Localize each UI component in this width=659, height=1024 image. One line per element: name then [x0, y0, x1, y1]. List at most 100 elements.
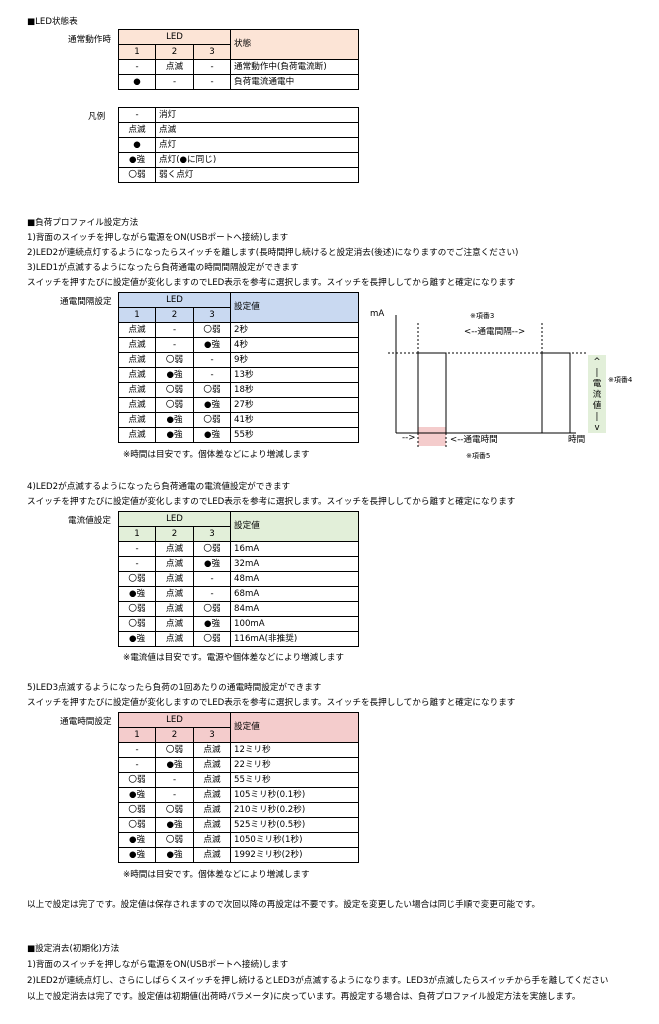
value-cell: 41秒: [230, 412, 360, 428]
led2-cell: 〇弱: [155, 382, 194, 398]
led3-cell: 〇弱: [192, 412, 232, 428]
value-cell: 9秒: [230, 352, 360, 368]
led2-cell: -: [155, 772, 194, 788]
led2-header: 2: [155, 727, 194, 743]
setting-value-header: 設定値: [230, 712, 360, 743]
setting-value-header: 設定値: [230, 511, 360, 542]
led1-cell: 点滅: [118, 412, 156, 428]
legend-meaning: 点灯(●に同じ): [155, 152, 359, 168]
led3-header: 3: [192, 526, 232, 542]
completion-text: 以上で設定は完了です。設定値は保存されますので次回以降の再設定は不要です。設定を…: [27, 900, 541, 910]
led2-cell: 〇弱: [155, 832, 194, 848]
note-item4: ※項番4: [608, 376, 633, 384]
value-cell: 13秒: [230, 367, 360, 383]
reset-step2-text: 2)LED2が連続点灯し、さらにしばらくスイッチを押し続けるとLED3が点滅する…: [27, 976, 609, 986]
led2-header: 2: [155, 526, 194, 542]
step2-text: 2)LED2が連続点灯するようになったらスイッチを離します(長時間押し続けると設…: [27, 248, 519, 258]
duration-label: <--通電時間: [450, 435, 498, 445]
led3-cell: 点滅: [192, 817, 232, 833]
led2-cell: -: [155, 337, 194, 353]
reset-title: ■設定消去(初期化)方法: [27, 944, 120, 954]
duration-setting-label: 通電時間設定: [60, 717, 112, 727]
led1-cell: ●強: [118, 586, 156, 602]
value-cell: 2秒: [230, 322, 360, 338]
legend-symbol: 〇弱: [118, 167, 156, 183]
led3-cell: -: [192, 74, 232, 90]
table-row: 〇弱点滅-48mA: [118, 571, 360, 587]
legend-label: 凡例: [88, 112, 106, 122]
led2-cell: 点滅: [155, 59, 194, 75]
legend-meaning: 点滅: [155, 122, 359, 138]
value-cell: 210ミリ秒(0.2秒): [230, 802, 360, 818]
led1-header: 1: [118, 727, 156, 743]
led3-cell: -: [192, 367, 232, 383]
led1-cell: -: [118, 541, 156, 557]
led2-cell: 〇弱: [155, 397, 194, 413]
table-row: ●強点滅-68mA: [118, 586, 360, 602]
led3-cell: 点滅: [192, 772, 232, 788]
legend-row: ●強点灯(●に同じ): [118, 152, 359, 168]
led3-cell: -: [192, 59, 232, 75]
led3-cell: -: [192, 586, 232, 602]
led2-cell: ●強: [155, 757, 194, 773]
led2-cell: 点滅: [155, 586, 194, 602]
timing-diagram-svg: [388, 315, 606, 447]
led2-cell: ●強: [155, 427, 194, 443]
led3-cell: 点滅: [192, 847, 232, 863]
table-row: - 点滅 - 通常動作中(負荷電流断): [118, 59, 360, 75]
led2-cell: ●強: [155, 847, 194, 863]
value-cell: 55ミリ秒: [230, 772, 360, 788]
led3-cell: 〇弱: [192, 382, 232, 398]
note-item3: ※項番3: [470, 312, 495, 320]
led1-cell: ●強: [118, 847, 156, 863]
led1-cell: ●強: [118, 787, 156, 803]
led2-cell: 点滅: [155, 541, 194, 557]
x-axis-label: 時間: [568, 435, 586, 445]
note-item5: ※項番5: [466, 452, 491, 460]
led3-header: 3: [192, 307, 232, 323]
value-cell: 105ミリ秒(0.1秒): [230, 787, 360, 803]
led2-cell: ●強: [155, 817, 194, 833]
load-profile-title: ■負荷プロファイル設定方法: [27, 218, 139, 228]
value-cell: 1050ミリ秒(1秒): [230, 832, 360, 848]
led3-header: 3: [192, 44, 232, 60]
table-row: 点滅●強-13秒: [118, 367, 360, 383]
value-cell: 68mA: [230, 586, 360, 602]
led2-cell: 〇弱: [155, 802, 194, 818]
value-cell: 116mA(非推奨): [230, 631, 360, 647]
legend-row: ●点灯: [118, 137, 359, 153]
value-cell: 32mA: [230, 556, 360, 572]
led1-cell: ●強: [118, 631, 156, 647]
led3-cell: 点滅: [192, 802, 232, 818]
led1-cell: 点滅: [118, 382, 156, 398]
value-cell: 48mA: [230, 571, 360, 587]
led3-header: 3: [192, 727, 232, 743]
y-axis-label: mA: [370, 309, 385, 319]
led1-cell: 〇弱: [118, 817, 156, 833]
current-value-label: ^|電流値|v: [592, 357, 602, 433]
timing-diagram: mA ※項番3 <--通電間隔--> ^|電流値|v ※項番4 --> <--通…: [370, 305, 636, 465]
led3-cell: 点滅: [192, 787, 232, 803]
led3-cell: -: [192, 352, 232, 368]
value-cell: 4秒: [230, 337, 360, 353]
led1-cell: 点滅: [118, 367, 156, 383]
legend-meaning: 点灯: [155, 137, 359, 153]
legend-symbol: ●強: [118, 152, 156, 168]
value-cell: 22ミリ秒: [230, 757, 360, 773]
legend-symbol: -: [118, 107, 156, 123]
interval-setting-label: 通電間隔設定: [60, 297, 112, 307]
led3-cell: 点滅: [192, 757, 232, 773]
legend-meaning: 消灯: [155, 107, 359, 123]
led3-cell: ●強: [192, 337, 232, 353]
